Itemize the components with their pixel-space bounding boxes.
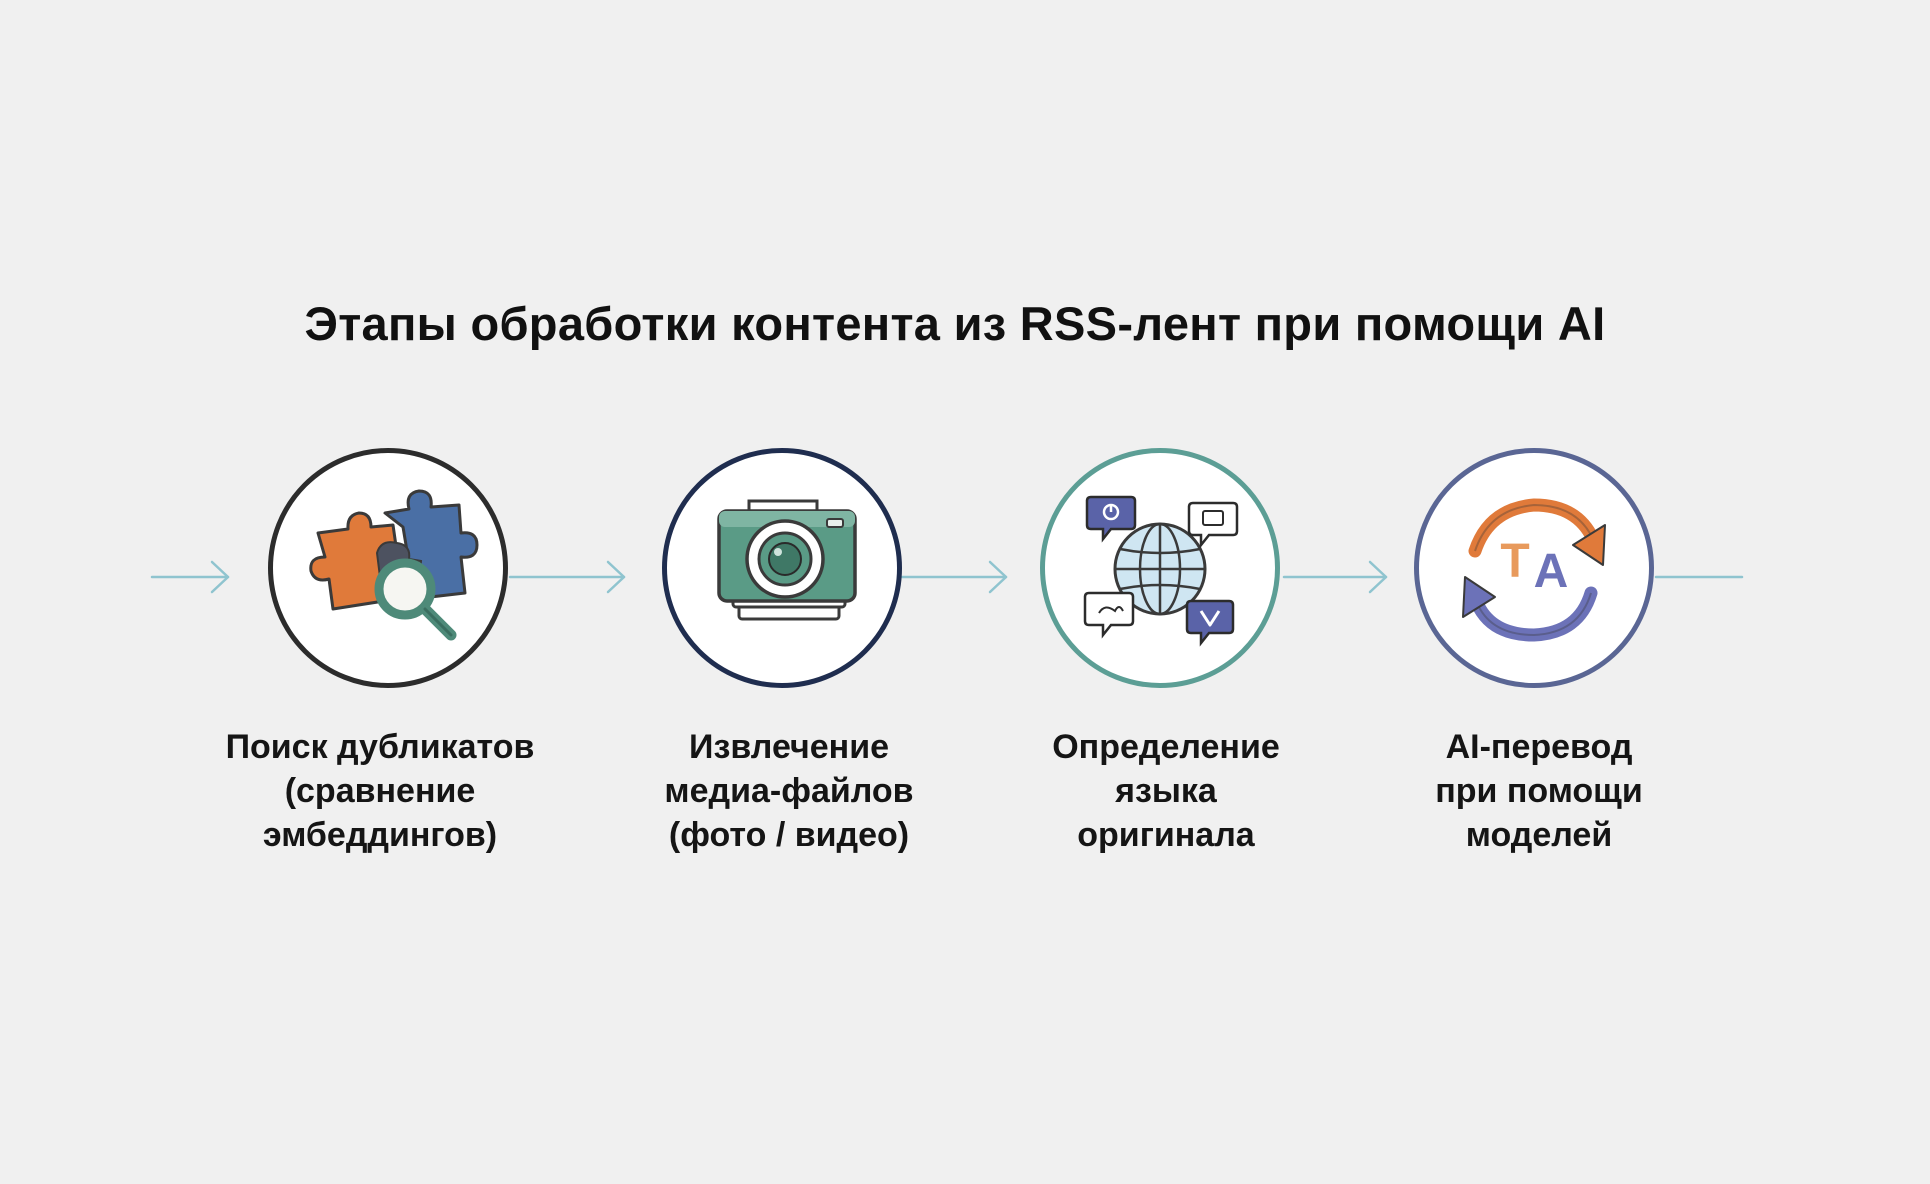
step-4-circle: T A xyxy=(1414,448,1654,688)
translate-arrows-icon: T A xyxy=(1462,498,1606,642)
step-2-label-line-2: медиа-файлов xyxy=(664,772,914,810)
step-1-label: Поиск дубликатов (сравнение эмбеддингов) xyxy=(190,725,570,857)
arrow-2-3-icon xyxy=(900,560,1008,594)
globe-speech-bubbles-icon xyxy=(1083,495,1239,647)
step-4-label: AI-перевод при помощи моделей xyxy=(1349,725,1729,857)
page-title: Этапы обработки контента из RSS-лент при… xyxy=(304,297,1606,350)
arrow-1-2-icon xyxy=(508,560,626,594)
arrow-3-4-icon xyxy=(1282,560,1388,594)
glyph-t: T xyxy=(1500,535,1529,588)
step-2-circle xyxy=(662,448,902,688)
step-3-label-line-3: оригинала xyxy=(1077,816,1255,854)
step-2-label: Извлечение медиа-файлов (фото / видео) xyxy=(599,725,979,857)
arrow-in-icon xyxy=(150,560,230,594)
step-3-label: Определение языка оригинала xyxy=(976,725,1356,857)
step-4-label-line-3: моделей xyxy=(1465,816,1613,854)
step-3-circle xyxy=(1040,448,1280,688)
step-2-label-line-1: Извлечение xyxy=(689,728,889,766)
step-3-label-line-2: языка xyxy=(1115,772,1217,810)
step-1-circle xyxy=(268,448,508,688)
step-4-label-line-1: AI-перевод xyxy=(1445,728,1633,766)
step-1-label-line-2: (сравнение xyxy=(284,772,476,810)
step-3-label-line-1: Определение xyxy=(1052,728,1280,766)
puzzle-magnifier-icon xyxy=(309,489,479,641)
step-1-label-line-3: эмбеддингов) xyxy=(262,816,498,854)
step-1-label-line-1: Поиск дубликатов xyxy=(225,728,535,766)
glyph-a: A xyxy=(1534,545,1569,598)
step-2-label-line-3: (фото / видео) xyxy=(668,816,910,854)
camera-icon xyxy=(717,499,857,621)
step-4-label-line-2: при помощи xyxy=(1435,772,1643,810)
